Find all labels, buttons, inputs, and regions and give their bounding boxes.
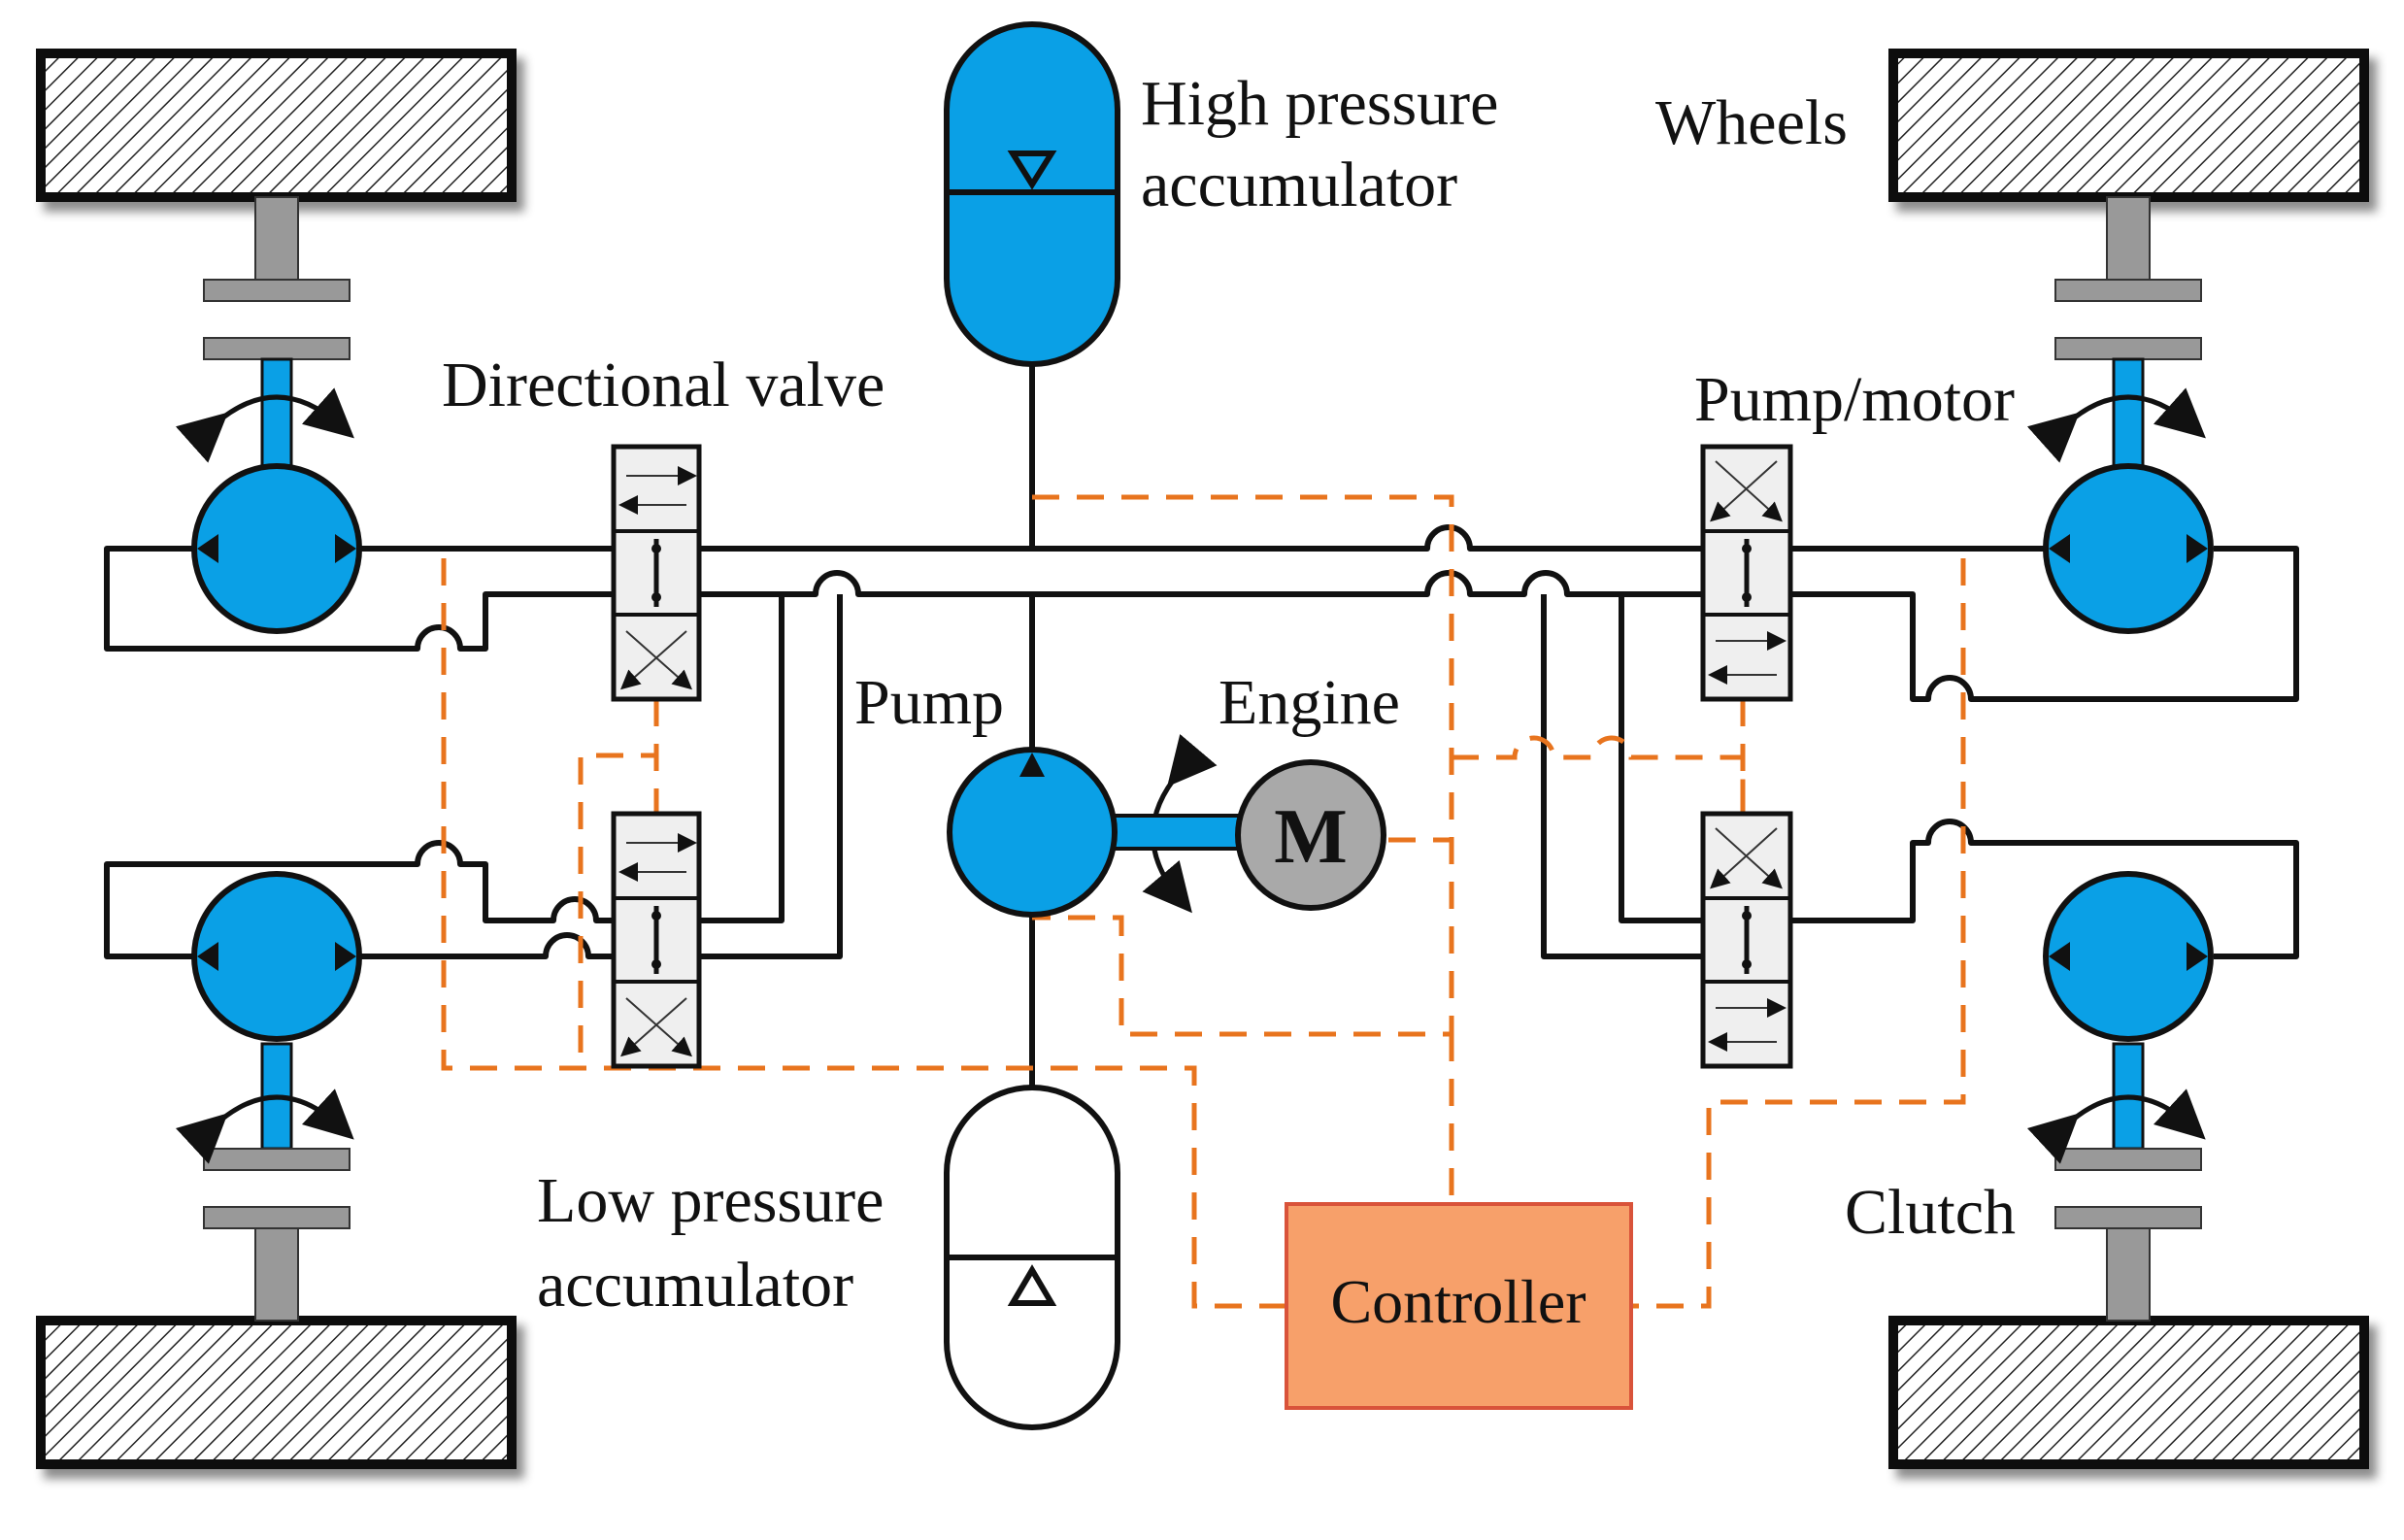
directional-valve-bottom-left — [611, 811, 702, 1069]
hydraulic-lines — [104, 359, 2299, 1088]
wheel-top-right — [1888, 49, 2369, 202]
directional-valve-label: Directional valve — [442, 350, 885, 420]
engine-motor: M — [1235, 759, 1386, 911]
pump-motor-label: Pump/motor — [1694, 364, 2015, 435]
low-pressure-accumulator — [944, 1085, 1120, 1430]
rotation-arrows — [175, 387, 2206, 1164]
high-pressure-label-line2: accumulator — [1141, 150, 1457, 220]
high-pressure-accumulator — [944, 21, 1120, 367]
pump-motor-bottom-right — [2043, 871, 2214, 1042]
engine-motor-letter: M — [1274, 794, 1348, 880]
pump-motor-top-right — [2043, 463, 2214, 634]
pump-motor-top-left — [191, 463, 362, 634]
clutch-label: Clutch — [1845, 1177, 2016, 1248]
pump-label: Pump — [854, 667, 1004, 738]
directional-valve-top-right — [1700, 444, 1793, 702]
control-lines — [441, 494, 1966, 1309]
clutch-bottom-left — [203, 1042, 351, 1322]
clutch-top-left — [203, 196, 351, 468]
wheels-label: Wheels — [1655, 87, 1848, 158]
pump-motor-bottom-left — [191, 871, 362, 1042]
high-pressure-label-line1: High pressure — [1141, 68, 1498, 139]
directional-valve-bottom-right — [1700, 811, 1793, 1069]
low-pressure-label-line1: Low pressure — [537, 1165, 884, 1236]
directional-valve-top-left — [611, 444, 702, 702]
controller-label: Controller — [1330, 1267, 1586, 1336]
clutch-top-right — [2054, 196, 2202, 468]
wheel-bottom-left — [36, 1316, 517, 1469]
low-pressure-label-line2: accumulator — [537, 1250, 853, 1321]
engine-label: Engine — [1219, 667, 1400, 738]
central-pump — [947, 747, 1245, 918]
wheel-bottom-right — [1888, 1316, 2369, 1469]
wheel-top-left — [36, 49, 517, 202]
clutch-bottom-right — [2054, 1042, 2202, 1322]
controller-box: Controller — [1285, 1202, 1633, 1410]
